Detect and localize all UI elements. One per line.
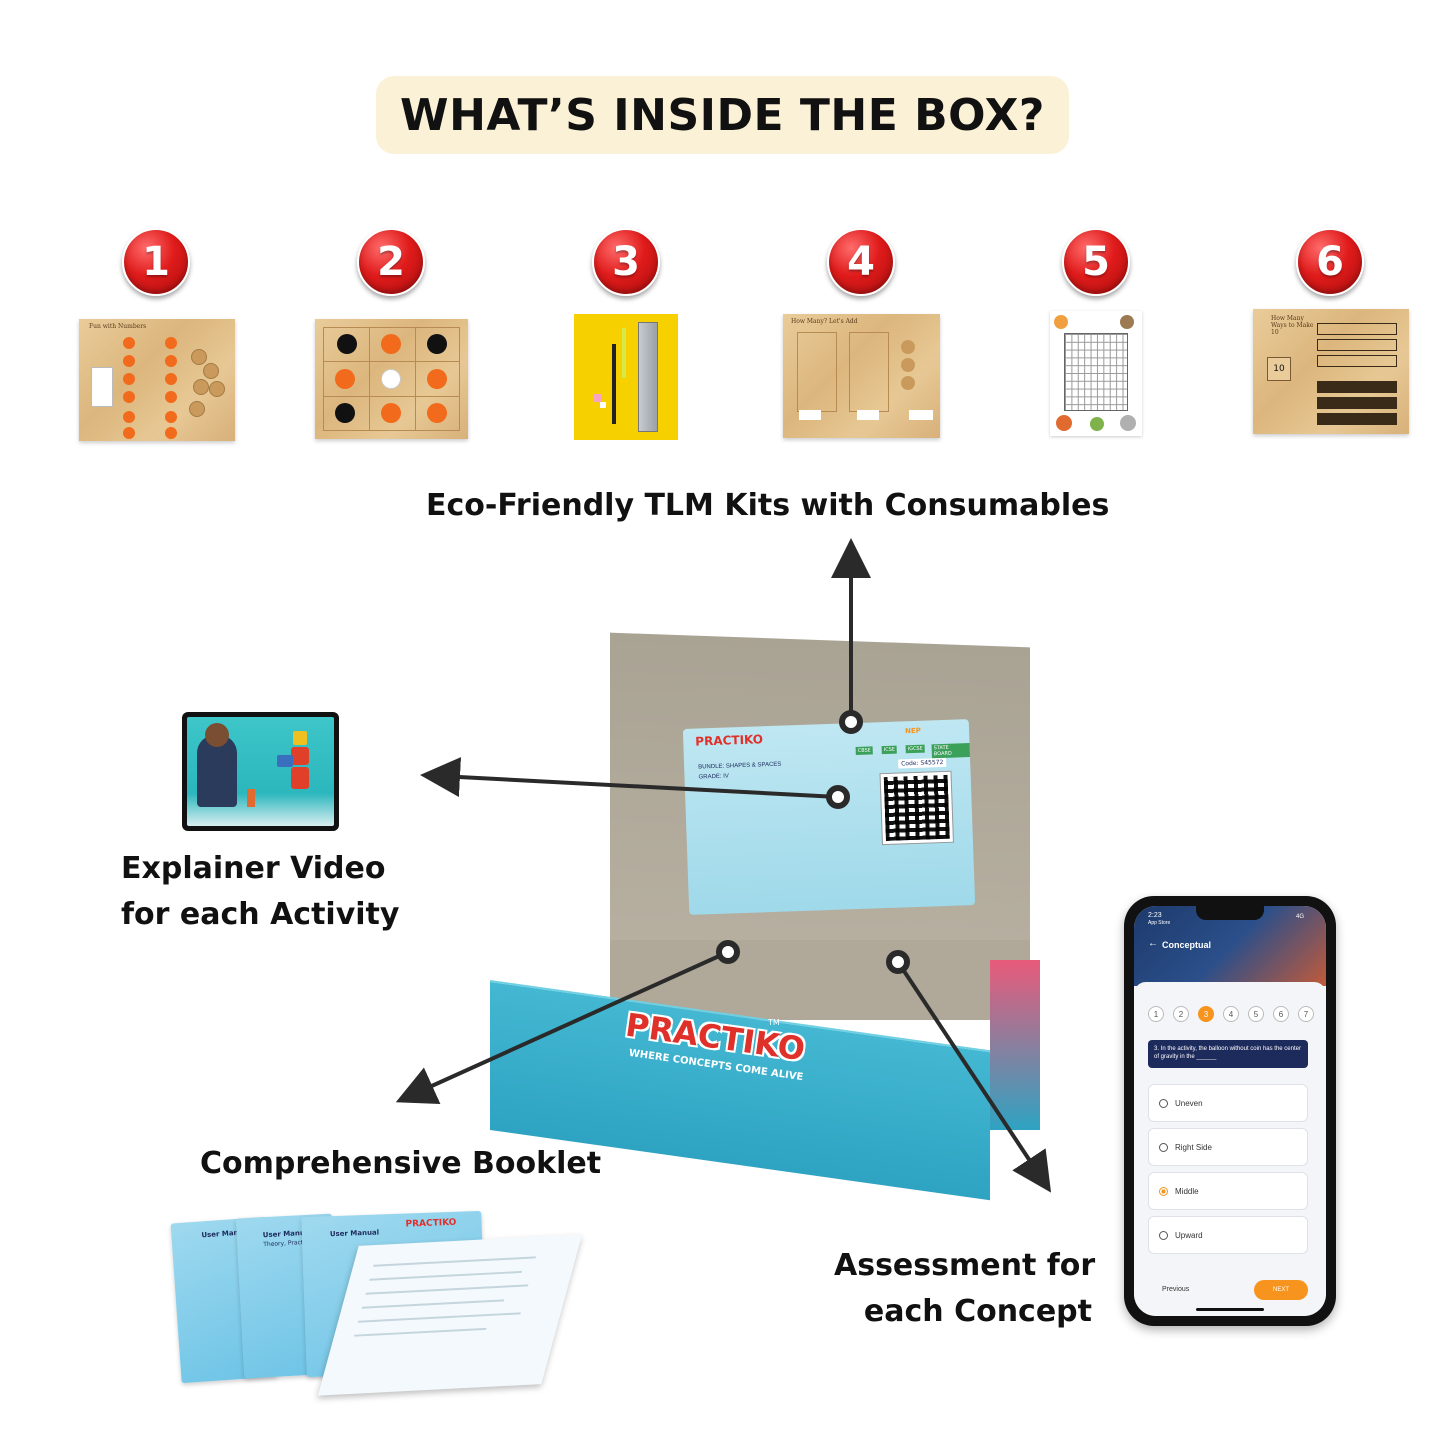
card-board-state: STATE BOARD <box>931 743 970 759</box>
booklet-open-page <box>317 1234 583 1396</box>
kit-number-badge-3: 3 <box>592 228 660 296</box>
kit-3-image <box>574 314 678 440</box>
step-1[interactable]: 1 <box>1148 1006 1164 1022</box>
step-3-active[interactable]: 3 <box>1198 1006 1214 1022</box>
assessment-phone: 2:23 App Store 4G ← Conceptual 1 2 3 4 5… <box>1124 896 1336 1326</box>
practiko-box: PRACTIKO BUNDLE: SHAPES & SPACES GRADE: … <box>490 632 1050 1201</box>
back-arrow-icon[interactable]: ← <box>1148 938 1158 949</box>
question-text: 3. In the activity, the balloon without … <box>1148 1040 1308 1068</box>
eco-kits-heading: Eco-Friendly TLM Kits with Consumables <box>426 488 1110 523</box>
kit-5-image <box>1050 311 1142 436</box>
step-5[interactable]: 5 <box>1248 1006 1264 1022</box>
explainer-video-heading: Explainer Video for each Activity <box>121 846 399 938</box>
kit-4-caption: How Many? Let's Add <box>791 318 858 325</box>
kit-number-badge-2: 2 <box>357 228 425 296</box>
card-board-cbse: CBSE <box>855 746 874 756</box>
kit-6-image: How Many Ways to Make 10 10 <box>1253 309 1409 434</box>
kit-4-image: How Many? Let's Add <box>783 314 940 438</box>
assessment-line2: each Concept <box>863 1294 1092 1329</box>
card-board-igcse: IGCSE <box>905 744 925 754</box>
signal-icon: 4G <box>1296 914 1305 920</box>
card-grade: GRADE: IV <box>698 773 729 781</box>
booklet-heading: Comprehensive Booklet <box>200 1146 602 1181</box>
assessment-line1: Assessment for <box>834 1248 1096 1283</box>
kit-number-badge-4: 4 <box>827 228 895 296</box>
qr-code <box>879 770 954 846</box>
radio-icon <box>1159 1230 1168 1240</box>
step-7[interactable]: 7 <box>1298 1006 1314 1022</box>
phone-back-app[interactable]: App Store <box>1148 920 1171 926</box>
kit-6-caption: How Many Ways to Make 10 <box>1271 315 1314 336</box>
booklet-stack: User Manual User Manual Theory, Practice… <box>170 1210 583 1400</box>
kit-6-ten-label: 10 <box>1267 357 1291 381</box>
phone-header-title: Conceptual <box>1162 940 1212 950</box>
card-bundle: BUNDLE: SHAPES & SPACES <box>698 761 782 771</box>
kit-2-image <box>315 319 468 439</box>
step-6[interactable]: 6 <box>1273 1006 1289 1022</box>
card-nep: NEP <box>904 726 921 736</box>
kit-number-badge-1: 1 <box>122 228 190 296</box>
kit-number-badge-6: 6 <box>1296 228 1364 296</box>
explainer-video-line2: for each Activity <box>121 897 400 932</box>
phone-screen: 2:23 App Store 4G ← Conceptual 1 2 3 4 5… <box>1134 906 1326 1316</box>
phone-time: 2:23 <box>1148 912 1162 919</box>
explainer-video-line1: Explainer Video <box>121 851 386 886</box>
option-right-side[interactable]: Right Side <box>1148 1128 1308 1166</box>
kit-number-badge-5: 5 <box>1062 228 1130 296</box>
option-upward[interactable]: Upward <box>1148 1216 1308 1254</box>
step-2[interactable]: 2 <box>1173 1006 1189 1022</box>
card-brand: PRACTIKO <box>695 732 764 749</box>
previous-button[interactable]: Previous <box>1162 1286 1190 1293</box>
radio-icon <box>1159 1142 1168 1152</box>
step-4[interactable]: 4 <box>1223 1006 1239 1022</box>
card-code: Code: S45572 <box>898 757 947 769</box>
presenter-figure <box>197 735 237 807</box>
kit-1-caption: Fun with Numbers <box>89 323 147 330</box>
option-uneven[interactable]: Uneven <box>1148 1084 1308 1122</box>
page-title: WHAT’S INSIDE THE BOX? <box>400 89 1045 141</box>
card-board-icse: ICSE <box>881 745 898 755</box>
radio-selected-icon <box>1159 1186 1168 1196</box>
kit-1-image: Fun with Numbers <box>79 319 235 441</box>
assessment-heading: Assessment for each Concept <box>834 1243 1096 1335</box>
box-trademark: TM <box>768 1018 780 1027</box>
radio-icon <box>1159 1098 1168 1108</box>
explainer-video-tablet <box>182 712 339 831</box>
option-middle[interactable]: Middle <box>1148 1172 1308 1210</box>
next-button[interactable]: NEXT <box>1254 1280 1308 1300</box>
box-info-card: PRACTIKO BUNDLE: SHAPES & SPACES GRADE: … <box>682 719 976 915</box>
title-banner: WHAT’S INSIDE THE BOX? <box>376 76 1069 154</box>
phone-notch <box>1196 906 1264 920</box>
home-indicator <box>1196 1308 1264 1311</box>
